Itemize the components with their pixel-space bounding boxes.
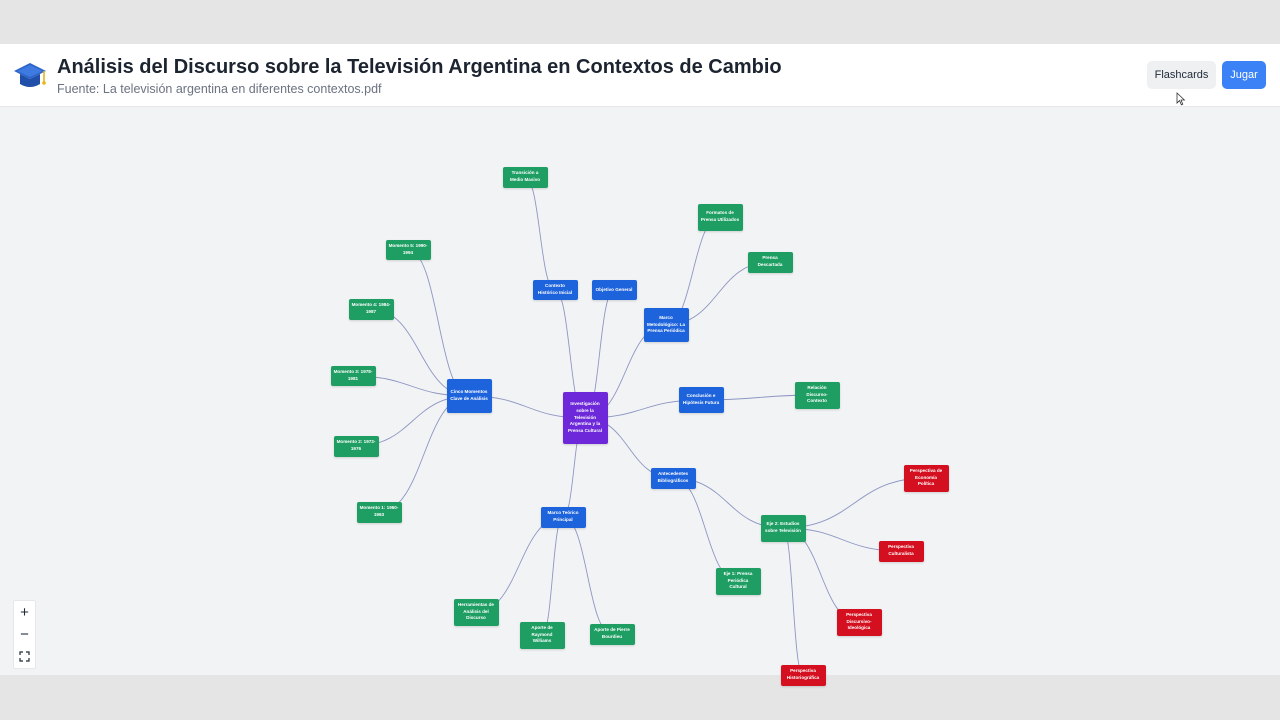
mindmap-node-conclusion[interactable]: Conclusión e Hipótesis Futura <box>678 387 724 413</box>
fit-view-icon <box>19 650 30 662</box>
mindmap-node-m4[interactable]: Momento 4: 1984-1987 <box>348 298 394 320</box>
zoom-controls: + − <box>13 600 36 669</box>
mindmap-node-marco-met[interactable]: Marco Metodológico: La Prensa Periódica <box>643 308 689 342</box>
mindmap-node-marco-teorico[interactable]: Marco Teórico Principal <box>540 506 586 528</box>
source-subtitle: Fuente: La televisión argentina en difer… <box>57 82 382 96</box>
mindmap-node-p-economia[interactable]: Perspectiva de Economía Política <box>903 464 949 492</box>
mindmap-node-prensa-descartada[interactable]: Prensa Descartada <box>747 251 793 273</box>
app-window: Análisis del Discurso sobre la Televisió… <box>0 44 1280 686</box>
mindmap-node-p-discursivo[interactable]: Perspectiva Discursivo-Ideológica <box>836 608 882 636</box>
mouse-cursor-icon <box>1176 92 1186 106</box>
flashcards-button[interactable]: Flashcards <box>1147 61 1216 89</box>
mindmap-node-m5[interactable]: Momento 5: 1990-1994 <box>385 240 431 260</box>
edge-antecedentes-eje1 <box>672 477 739 582</box>
edge-cinco-m1 <box>378 395 470 513</box>
mindmap-node-objetivo[interactable]: Objetivo General <box>591 280 637 300</box>
mindmap-node-relacion[interactable]: Relación Discurso-Contexto <box>794 381 840 409</box>
mindmap-node-cinco[interactable]: Cinco Momentos Clave de Análisis <box>446 379 492 413</box>
mindmap-edges <box>352 176 927 675</box>
mindmap-node-m2[interactable]: Momento 2: 1973-1976 <box>333 435 379 457</box>
mindmap-canvas[interactable]: Investigación sobre la Televisión Argent… <box>0 107 1280 686</box>
mindmap-node-m1[interactable]: Momento 1: 1960-1963 <box>356 501 402 523</box>
edge-marco_teorico-bourdieu <box>562 516 613 635</box>
mindmap-node-p-historio[interactable]: Perspectiva Historiográfica <box>780 664 826 686</box>
mindmap-node-eje1[interactable]: Eje 1: Prensa Periódica Cultural <box>715 567 761 595</box>
edge-marco_teorico-herramientas <box>475 516 564 613</box>
mindmap-node-eje2[interactable]: Eje 2: Estudios sobre Televisión <box>760 514 806 542</box>
header-bar: Análisis del Discurso sobre la Televisió… <box>0 44 1280 107</box>
mindmap-node-contexto[interactable]: Contexto Histórico Inicial <box>532 280 578 300</box>
mindmap-node-transicion[interactable]: Transición a Medio Masivo <box>502 166 548 188</box>
play-button[interactable]: Jugar <box>1222 61 1266 89</box>
edge-eje2-p_economia <box>782 477 927 529</box>
page-title: Análisis del Discurso sobre la Televisió… <box>57 56 782 78</box>
edge-eje2-p_historio <box>782 527 804 675</box>
zoom-out-button[interactable]: − <box>20 625 29 643</box>
mindmap-node-m3[interactable]: Momento 3: 1978-1981 <box>330 366 376 386</box>
mindmap-node-bourdieu[interactable]: Aporte de Pierre Bourdieu <box>589 623 635 645</box>
mindmap-node-formatos[interactable]: Formatos de Prensa Utilizados <box>697 203 743 231</box>
fit-view-button[interactable] <box>14 645 35 667</box>
edge-cinco-m5 <box>407 249 470 397</box>
mindmap-node-herramientas[interactable]: Herramientas de Análisis del Discurso <box>453 598 499 626</box>
zoom-in-button[interactable]: + <box>20 603 29 621</box>
mindmap-node-root[interactable]: Investigación sobre la Televisión Argent… <box>562 392 608 444</box>
edge-marco_teorico-williams <box>541 516 564 636</box>
mindmap-node-p-cultural[interactable]: Perspectiva Culturalista <box>878 540 924 562</box>
graduation-cap-icon <box>14 63 46 87</box>
mindmap-node-antecedentes[interactable]: Antecedentes Bibliográficos <box>650 467 696 489</box>
edge-contexto-transicion <box>524 176 556 291</box>
mindmap-node-williams[interactable]: Aporte de Raymond Williams <box>519 621 565 649</box>
